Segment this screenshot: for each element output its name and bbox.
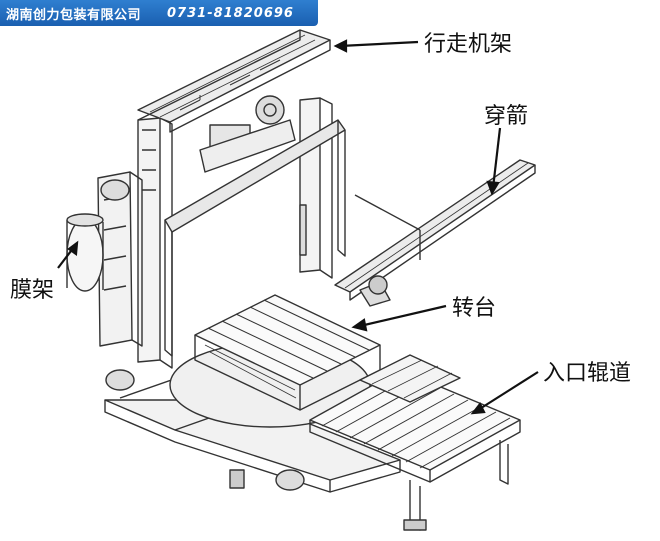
turntable	[169, 294, 381, 428]
label-arrow-rod: 穿箭	[484, 104, 529, 129]
gantry-arrowhead	[333, 39, 348, 53]
arrow-rod-leader	[491, 127, 502, 189]
film-rack-arrowhead	[67, 240, 79, 257]
company-banner: 湖南创力包装有限公司 0731-81820696	[0, 0, 318, 26]
gantry-leader	[339, 40, 419, 48]
turntable-leader	[359, 304, 447, 328]
company-phone: 0731-81820696	[167, 5, 294, 21]
leader-arrows	[57, 39, 539, 415]
company-name: 湖南创力包装有限公司	[6, 7, 142, 23]
conveyor-leader	[477, 371, 539, 411]
label-film-rack: 膜架	[10, 278, 55, 303]
label-gantry: 行走机架	[424, 32, 513, 57]
entry-conveyor	[309, 354, 521, 531]
film-rack	[66, 171, 143, 347]
conveyor-arrowhead	[470, 401, 486, 415]
label-turntable: 转台	[452, 296, 497, 321]
turntable-arrowhead	[351, 318, 368, 332]
wrap-ring	[164, 119, 346, 357]
gantry-top-beam	[137, 29, 331, 173]
label-entry-conveyor: 入口辊道	[543, 361, 632, 386]
arrow-rod-arrowhead	[486, 180, 500, 196]
arrow-rod-rail	[334, 159, 536, 307]
